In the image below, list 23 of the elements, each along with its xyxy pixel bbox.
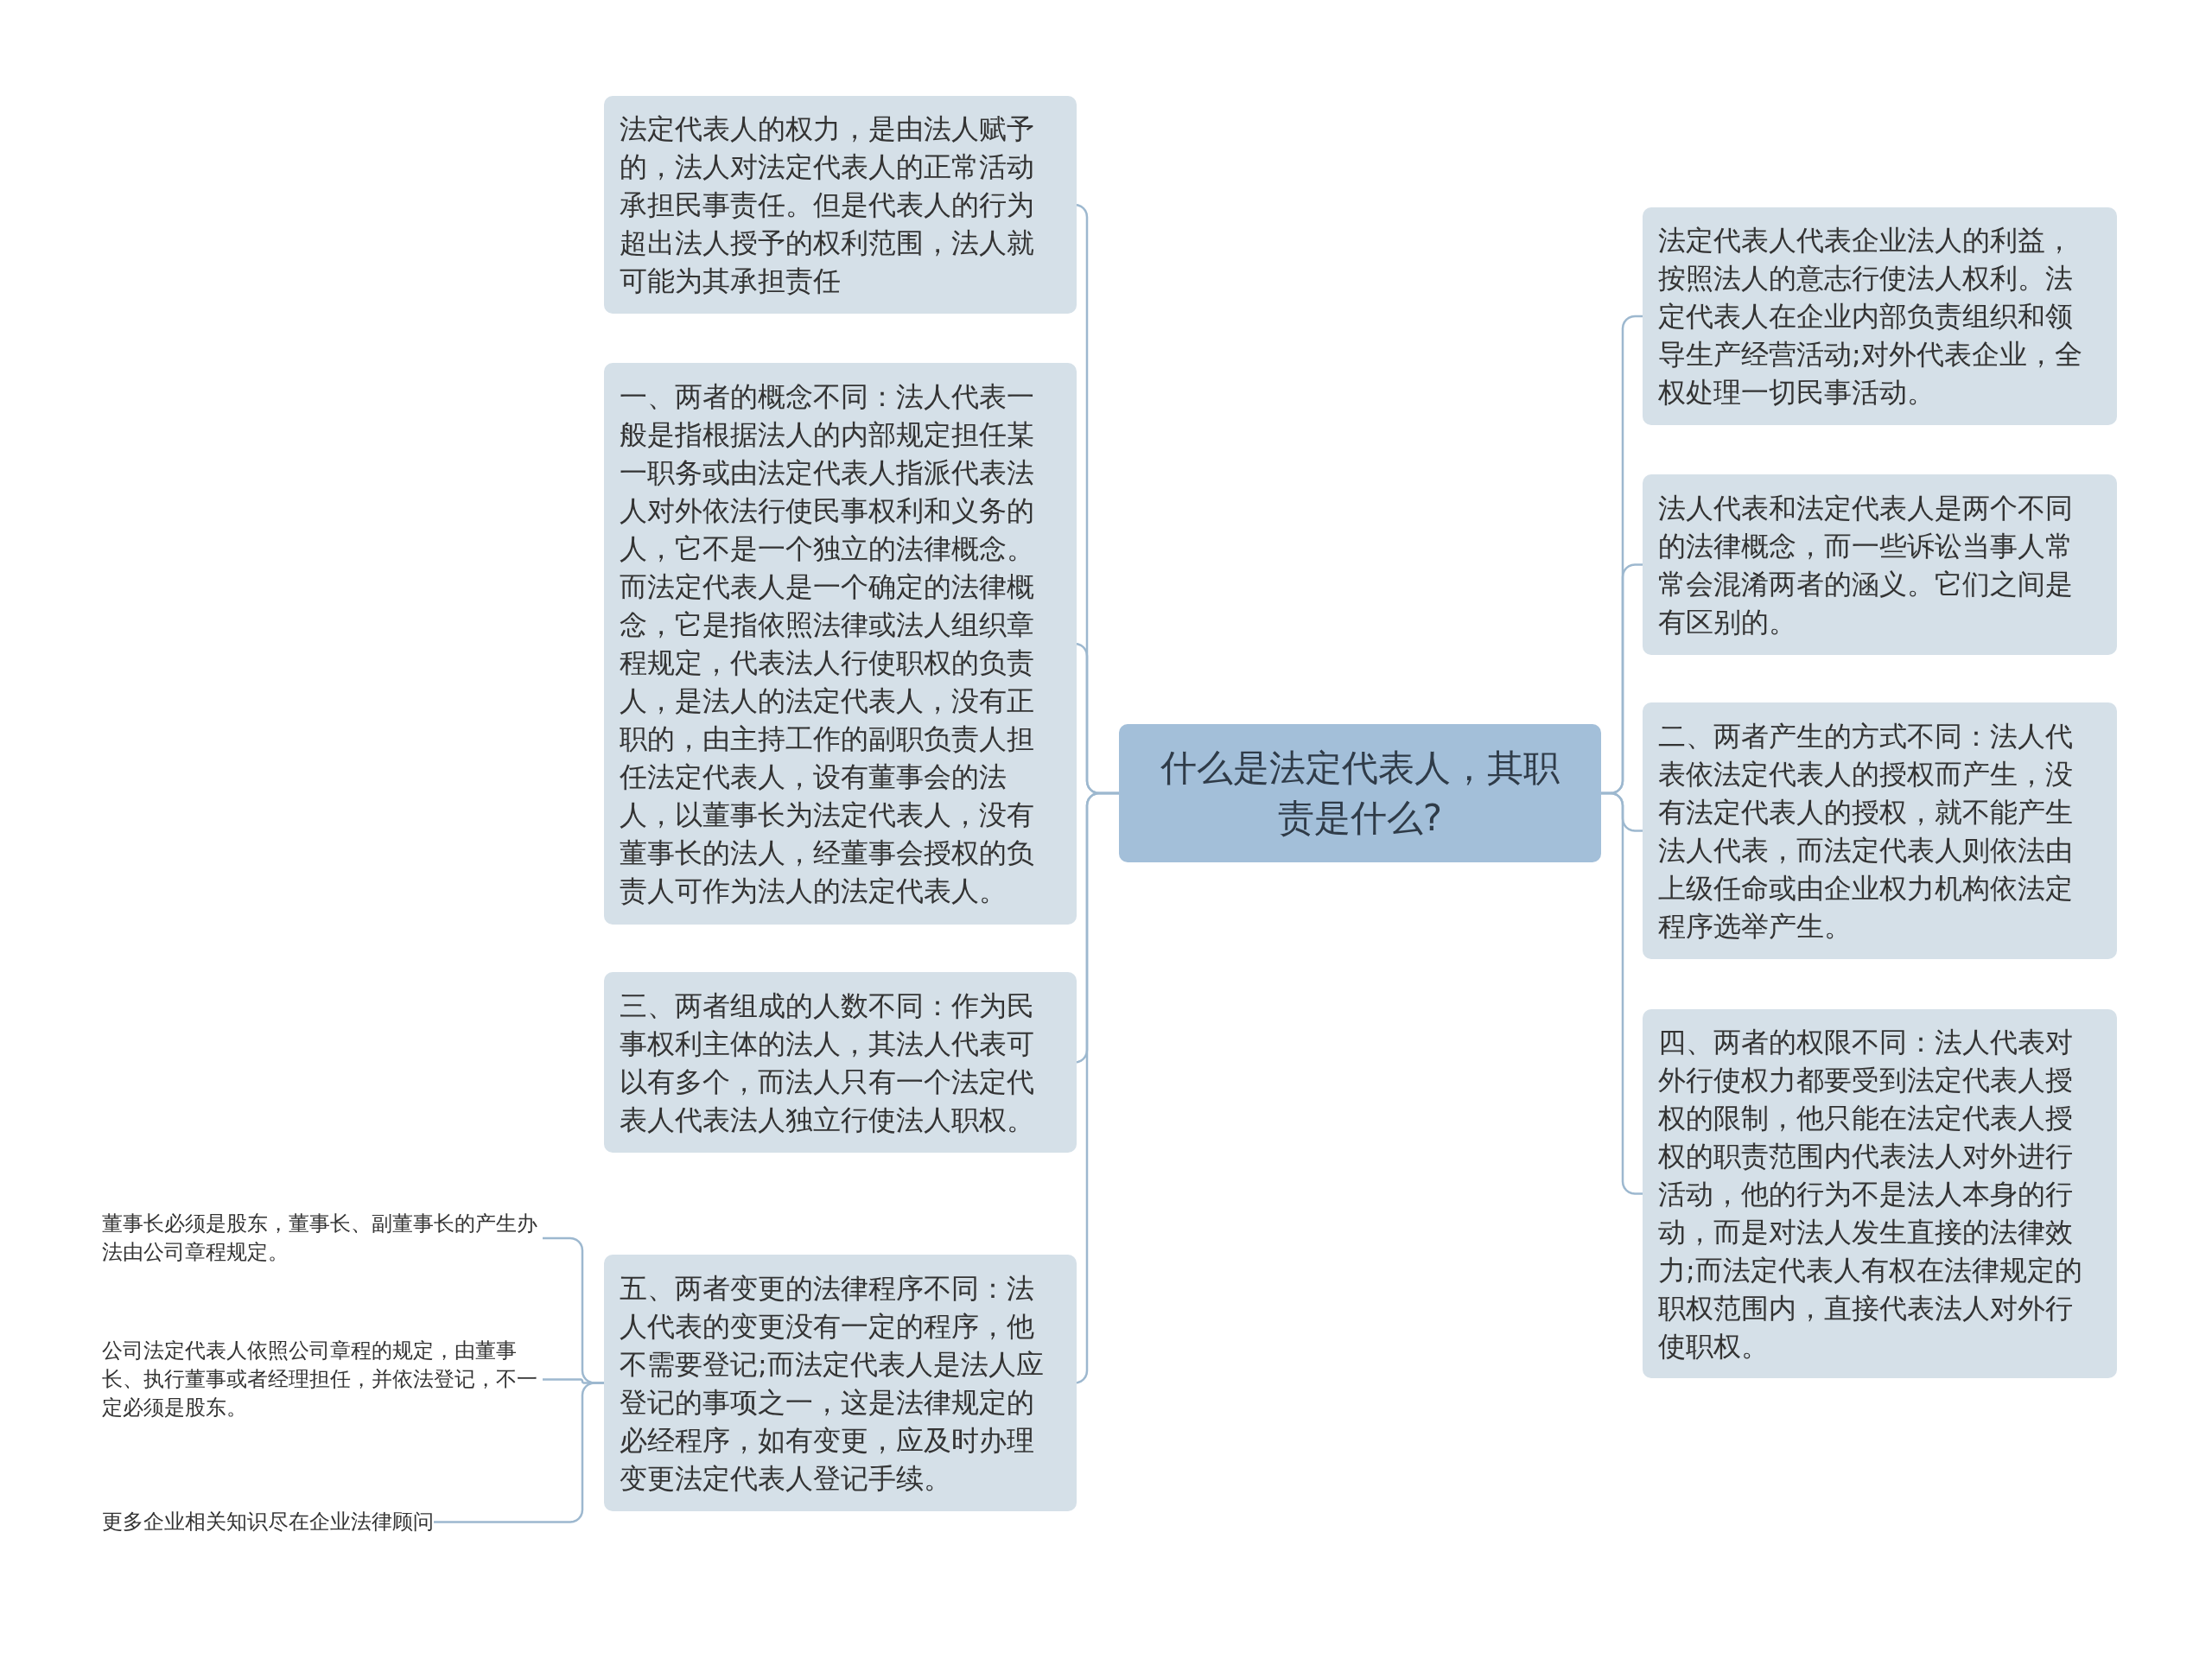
central-topic-box bbox=[1119, 724, 1601, 862]
topic-box bbox=[604, 96, 1077, 314]
topic-box bbox=[1643, 1009, 2117, 1378]
topic-text: 一、两者的概念不同：法人代表一般是指根据法人的内部规定担任某一职务或由法定代表人指派代表法人对外依法行使民事权利和义务的人，它不是一个独立的法律概念。而法定代表人是一个确定的法律概念，它是指依照法律或法人组织章程规定，代表法人行使职权的负责人，是法人的法定代表人，没有正职的，由主持工作的副职负责人担任法定代表人，设有董事会的法人，以董事长为法定代表人，没有董事长的法人，经董事会授权的负责人可作为法人的法定代表人。 bbox=[620, 379, 1035, 909]
topic-box bbox=[1643, 207, 2117, 425]
connector-line bbox=[434, 1382, 604, 1523]
subtopic-text: 更多企业相关知识尽在企业法律顾问 bbox=[102, 1509, 434, 1535]
subtopic-text: 董事长必须是股东，董事长、副董事长的产生办法由公司章程规定。 bbox=[102, 1211, 538, 1266]
topic-text: 法定代表人的权力，是由法人赋予的，法人对法定代表人的正常活动承担民事责任。但是代表人的行为超出法人授予的权利范围，法人就可能为其承担责任 bbox=[620, 111, 1035, 299]
topic-box bbox=[604, 363, 1077, 925]
topic-text: 二、两者产生的方式不同：法人代表依法定代表人的授权而产生，没有法定代表人的授权，就不能产生法人代表，而法定代表人则依法由上级任命或由企业权力机构依法定程序选举产生。 bbox=[1658, 718, 2074, 944]
topic-box bbox=[604, 972, 1077, 1153]
topic-box bbox=[604, 1255, 1077, 1511]
topic-box bbox=[1643, 474, 2117, 655]
topic-text: 五、两者变更的法律程序不同：法人代表的变更没有一定的程序，他不需要登记;而法定代表人是法人应登记的事项之一，这是法律规定的必经程序，如有变更，应及时办理变更法定代表人登记手续。 bbox=[620, 1270, 1045, 1497]
topic-text: 四、两者的权限不同：法人代表对外行使权力都要受到法定代表人授权的限制，他只能在法定代表人授权的职责范围内代表法人对外进行活动，他的行为不是法人本身的行动，而是对法人发生直接的法律效力;而法定代表人有权在法律规定的职权范围内，直接代表法人对外行使职权。 bbox=[1658, 1024, 2083, 1364]
topic-text: 三、两者组成的人数不同：作为民事权利主体的法人，其法人代表可以有多个，而法人只有一个法定代表人代表法人独立行使法人职权。 bbox=[620, 988, 1035, 1138]
topic-text: 什么是法定代表人，其职责是什么? bbox=[1160, 746, 1560, 841]
subtopic-text: 公司法定代表人依照公司章程的规定，由董事长、执行董事或者经理担任，并依法登记，不一定必须是股东。 bbox=[102, 1338, 538, 1421]
topic-box bbox=[1643, 702, 2117, 959]
connector-line bbox=[1601, 791, 1643, 1195]
topic-text: 法定代表人代表企业法人的利益，按照法人的意志行使法人权利。法定代表人在企业内部负责组织和领导生产经营活动;对外代表企业，全权处理一切民事活动。 bbox=[1658, 223, 2083, 410]
topic-text: 法人代表和法定代表人是两个不同的法律概念，而一些诉讼当事人常常会混淆两者的涵义。它们之间是有区别的。 bbox=[1658, 490, 2074, 640]
